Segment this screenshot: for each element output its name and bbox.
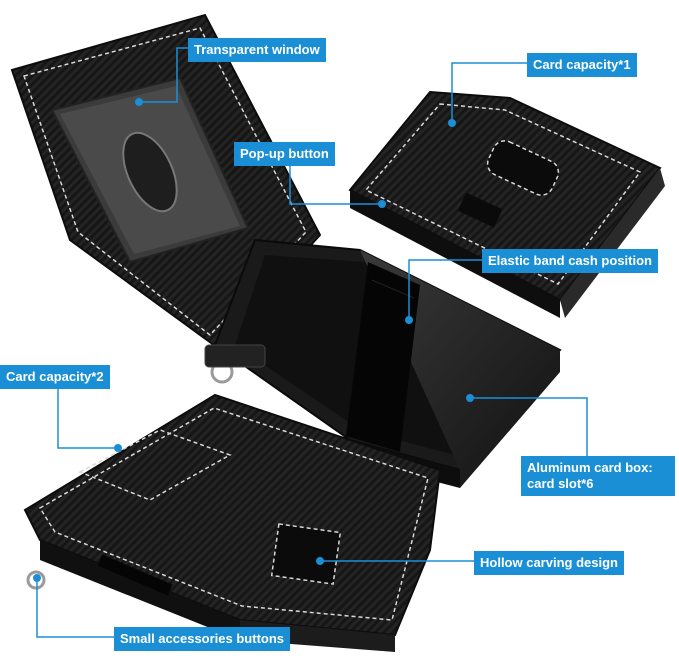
open-wallet-flap <box>10 13 322 350</box>
closed-wallet-back <box>23 393 442 652</box>
leader-dots <box>33 98 474 582</box>
aluminum-card-box-label: Aluminum card box: card slot*6 <box>521 456 675 496</box>
aluminum-card-box-line2: card slot*6 <box>527 476 594 491</box>
aluminum-card-box-line1: Aluminum card box: <box>527 460 653 475</box>
card-capacity-1-label: Card capacity*1 <box>527 53 637 77</box>
transparent-window-label: Transparent window <box>188 38 326 62</box>
small-accessories-label: Small accessories buttons <box>114 627 291 651</box>
elastic-band-label: Elastic band cash position <box>482 249 658 273</box>
popup-button-label: Pop-up button <box>234 142 335 166</box>
hollow-carving-label: Hollow carving design <box>474 551 624 575</box>
closed-wallet-front <box>348 90 665 318</box>
card-capacity-2-label: Card capacity*2 <box>0 365 110 389</box>
